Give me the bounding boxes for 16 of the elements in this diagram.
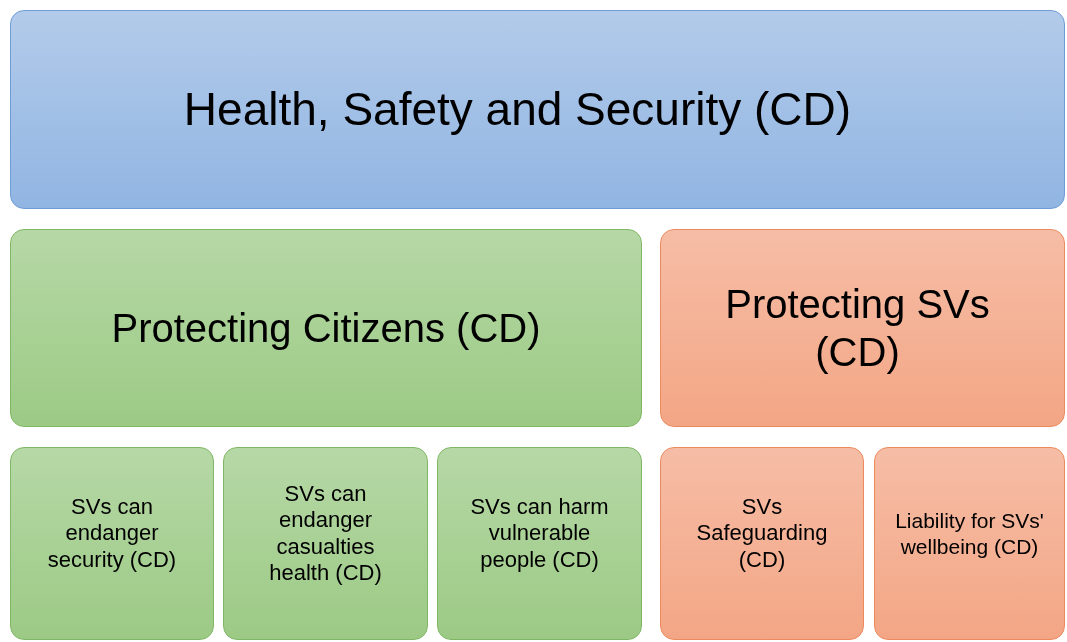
category-box: [10, 229, 642, 427]
category-box: [660, 229, 1065, 427]
category-box: [10, 447, 214, 640]
box-label: SVs can endanger casualties health (CD): [268, 480, 383, 587]
category-box: [874, 447, 1065, 640]
category-box: [223, 447, 428, 640]
category-box: [660, 447, 864, 640]
box-label: SVs Safeguarding (CD): [695, 493, 829, 574]
box-title: Health, Safety and Security (CD): [183, 81, 852, 137]
box-label: Liability for SVs' wellbeing (CD): [894, 508, 1045, 559]
box-label: SVs can harm vulnerable people (CD): [469, 493, 610, 574]
category-box: [437, 447, 642, 640]
header-box: [10, 10, 1065, 209]
box-title: Protecting Citizens (CD): [111, 305, 541, 352]
box-title: Protecting SVs (CD): [724, 281, 991, 376]
box-label: SVs can endanger security (CD): [46, 493, 178, 574]
